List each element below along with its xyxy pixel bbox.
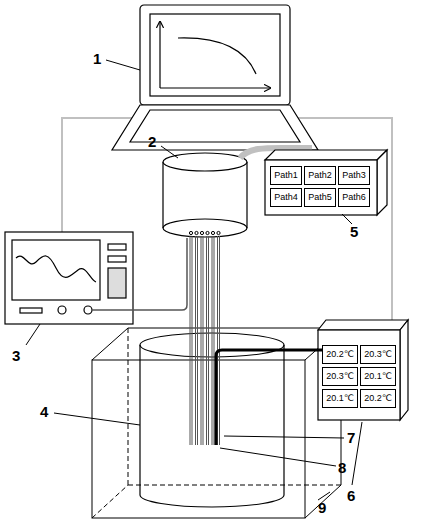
signal-cable xyxy=(92,238,187,310)
laptop-computer xyxy=(150,14,280,96)
channel-cell: Path4 xyxy=(270,188,302,207)
callout-number: 9 xyxy=(318,500,326,515)
leader-line xyxy=(318,492,330,500)
cell-text: 20.1℃ xyxy=(326,394,354,403)
outer-tank xyxy=(128,485,341,486)
ultrasonic-probe xyxy=(197,236,198,445)
thermometer-display xyxy=(318,320,408,330)
oscilloscope xyxy=(12,240,100,300)
ultrasonic-probe xyxy=(192,236,193,445)
ultrasonic-probe xyxy=(219,236,220,445)
channel-cell: Path1 xyxy=(270,166,302,185)
laptop-computer xyxy=(178,38,256,74)
ultrasonic-probe xyxy=(195,236,196,445)
ultrasonic-probe xyxy=(217,231,220,234)
channel-cell: Path2 xyxy=(304,166,336,185)
outer-tank xyxy=(92,360,305,518)
ultrasonic-probe xyxy=(214,236,215,445)
leader-line xyxy=(106,60,140,70)
temperature-cell: 20.2℃ xyxy=(360,389,396,408)
switch-box xyxy=(265,160,377,215)
leader-line xyxy=(342,214,352,224)
cell-text: Path5 xyxy=(308,193,332,202)
callout-number: 6 xyxy=(347,488,355,503)
oscilloscope xyxy=(108,256,126,262)
leader-line xyxy=(220,448,336,466)
cell-text: 20.3℃ xyxy=(364,350,392,359)
oscilloscope xyxy=(84,306,92,314)
ultrasonic-probe xyxy=(189,231,192,234)
outer-tank xyxy=(128,328,129,485)
cell-text: Path3 xyxy=(342,171,366,180)
probe-hub xyxy=(163,219,247,228)
ultrasonic-probe xyxy=(203,236,204,445)
callout-number: 1 xyxy=(93,51,101,66)
oscilloscope xyxy=(16,256,96,282)
laptop-computer xyxy=(112,5,318,150)
ultrasonic-probe xyxy=(206,231,209,234)
cell-text: 20.3℃ xyxy=(326,372,354,381)
temperature-cell: 20.1℃ xyxy=(322,389,358,408)
ultrasonic-probe xyxy=(212,236,213,445)
ultrasonic-probe xyxy=(200,231,203,234)
callout-number: 7 xyxy=(347,430,355,445)
sample-cylinder xyxy=(140,495,284,507)
cell-text: 20.2℃ xyxy=(326,350,354,359)
laptop-computer xyxy=(140,5,290,105)
cell-text: 20.1℃ xyxy=(364,372,392,381)
ultrasonic-probe xyxy=(201,236,202,445)
temperature-probe xyxy=(216,350,322,445)
callout-number: 8 xyxy=(338,460,346,475)
thermometer-display xyxy=(318,330,400,420)
switch-box xyxy=(265,150,387,160)
outer-tank xyxy=(92,328,341,518)
callout-number: 4 xyxy=(40,404,48,419)
temperature-cell: 20.3℃ xyxy=(360,345,396,364)
leader-line xyxy=(161,146,178,158)
laptop-computer xyxy=(112,105,318,150)
cell-text: 20.2℃ xyxy=(364,394,392,403)
laptop-computer xyxy=(160,87,270,88)
ultrasonic-probe xyxy=(206,236,207,445)
switch-box xyxy=(377,150,387,215)
temperature-cell: 20.1℃ xyxy=(360,367,396,386)
oscilloscope xyxy=(108,244,126,250)
ultrasonic-probe xyxy=(208,236,209,445)
leader-line xyxy=(224,436,344,438)
cell-text: Path1 xyxy=(274,171,298,180)
thermometer-display xyxy=(400,320,408,420)
cell-text: Path2 xyxy=(308,171,332,180)
switch-box xyxy=(265,150,387,215)
laptop-computer xyxy=(159,22,160,88)
channel-cell: Path5 xyxy=(304,188,336,207)
ultrasonic-probe xyxy=(195,231,198,234)
outer-tank xyxy=(92,485,128,518)
callout-number: 3 xyxy=(12,348,20,363)
oscilloscope xyxy=(20,308,42,313)
cell-text: Path4 xyxy=(274,193,298,202)
oscilloscope xyxy=(58,306,66,314)
callout-number: 2 xyxy=(148,134,156,149)
sample-cylinder xyxy=(283,345,284,495)
leader-line xyxy=(26,60,362,500)
leader-line xyxy=(54,413,140,425)
temperature-cell: 20.2℃ xyxy=(322,345,358,364)
temperature-cell: 20.3℃ xyxy=(322,367,358,386)
callout-number: 5 xyxy=(350,224,358,239)
oscilloscope xyxy=(108,268,126,298)
channel-cell: Path6 xyxy=(338,188,370,207)
cell-text: Path6 xyxy=(342,193,366,202)
probe-hub xyxy=(163,162,247,237)
ultrasonic-probe xyxy=(211,231,214,234)
ultrasonic-probe xyxy=(190,236,191,445)
sample-cylinder xyxy=(139,345,140,495)
probe-hub xyxy=(163,153,247,237)
leader-line xyxy=(26,324,40,345)
channel-cell: Path3 xyxy=(338,166,370,185)
thermometer-display xyxy=(318,320,408,420)
